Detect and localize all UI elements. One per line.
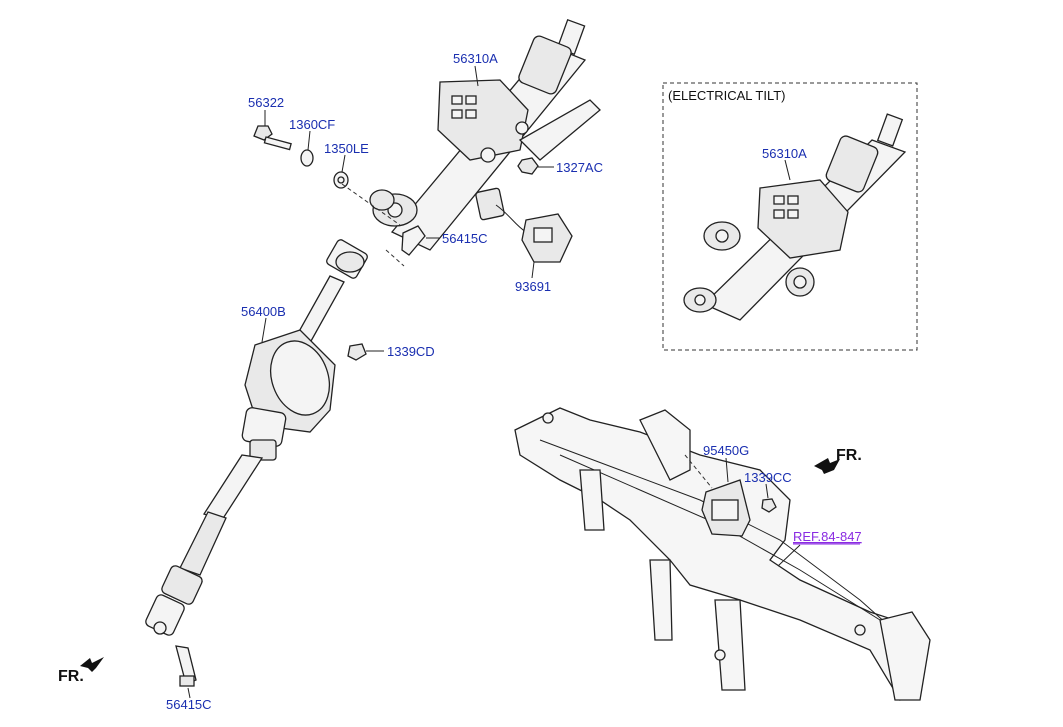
- connector-93691: [475, 187, 573, 263]
- label-56415C-lower: 56415C: [166, 697, 212, 712]
- fr-label-right: FR.: [836, 447, 862, 464]
- bolt-56415C-upper: [401, 225, 426, 256]
- label-56310A-main: 56310A: [453, 51, 498, 66]
- fr-arrow-right: FR.: [814, 447, 862, 474]
- label-1339CC: 1339CC: [744, 470, 792, 485]
- fr-label-left: FR.: [58, 668, 84, 685]
- label-93691: 93691: [515, 279, 551, 294]
- label-1360CF: 1360CF: [289, 117, 335, 132]
- label-1339CD: 1339CD: [387, 344, 435, 359]
- module-95450G: [701, 479, 751, 537]
- nut-1339CD: [347, 343, 367, 361]
- nut-1339CC: [761, 498, 777, 513]
- leader-lines: [187, 65, 801, 699]
- label-56400B: 56400B: [241, 304, 286, 319]
- inset-box: [662, 82, 918, 351]
- ref-link-84-847[interactable]: REF.84-847: [793, 529, 862, 544]
- fr-arrow-left: FR.: [58, 657, 104, 685]
- bolt-56322: [253, 125, 292, 151]
- steering-column-upper: [369, 18, 601, 251]
- label-56310A-inset: 56310A: [762, 146, 807, 161]
- intermediate-shaft: [145, 239, 368, 636]
- washer-1360CF: [300, 149, 314, 167]
- electrical-tilt-column: [683, 113, 907, 321]
- inset-title: (ELECTRICAL TILT): [668, 88, 786, 103]
- label-95450G: 95450G: [703, 443, 749, 458]
- nut-1327AC: [517, 157, 539, 175]
- label-1350LE: 1350LE: [324, 141, 369, 156]
- label-56322: 56322: [248, 95, 284, 110]
- label-56415C-upper: 56415C: [442, 231, 488, 246]
- bolt-56415C-lower: [175, 645, 197, 687]
- cowl-cross-member: [514, 407, 931, 701]
- label-1327AC: 1327AC: [556, 160, 603, 175]
